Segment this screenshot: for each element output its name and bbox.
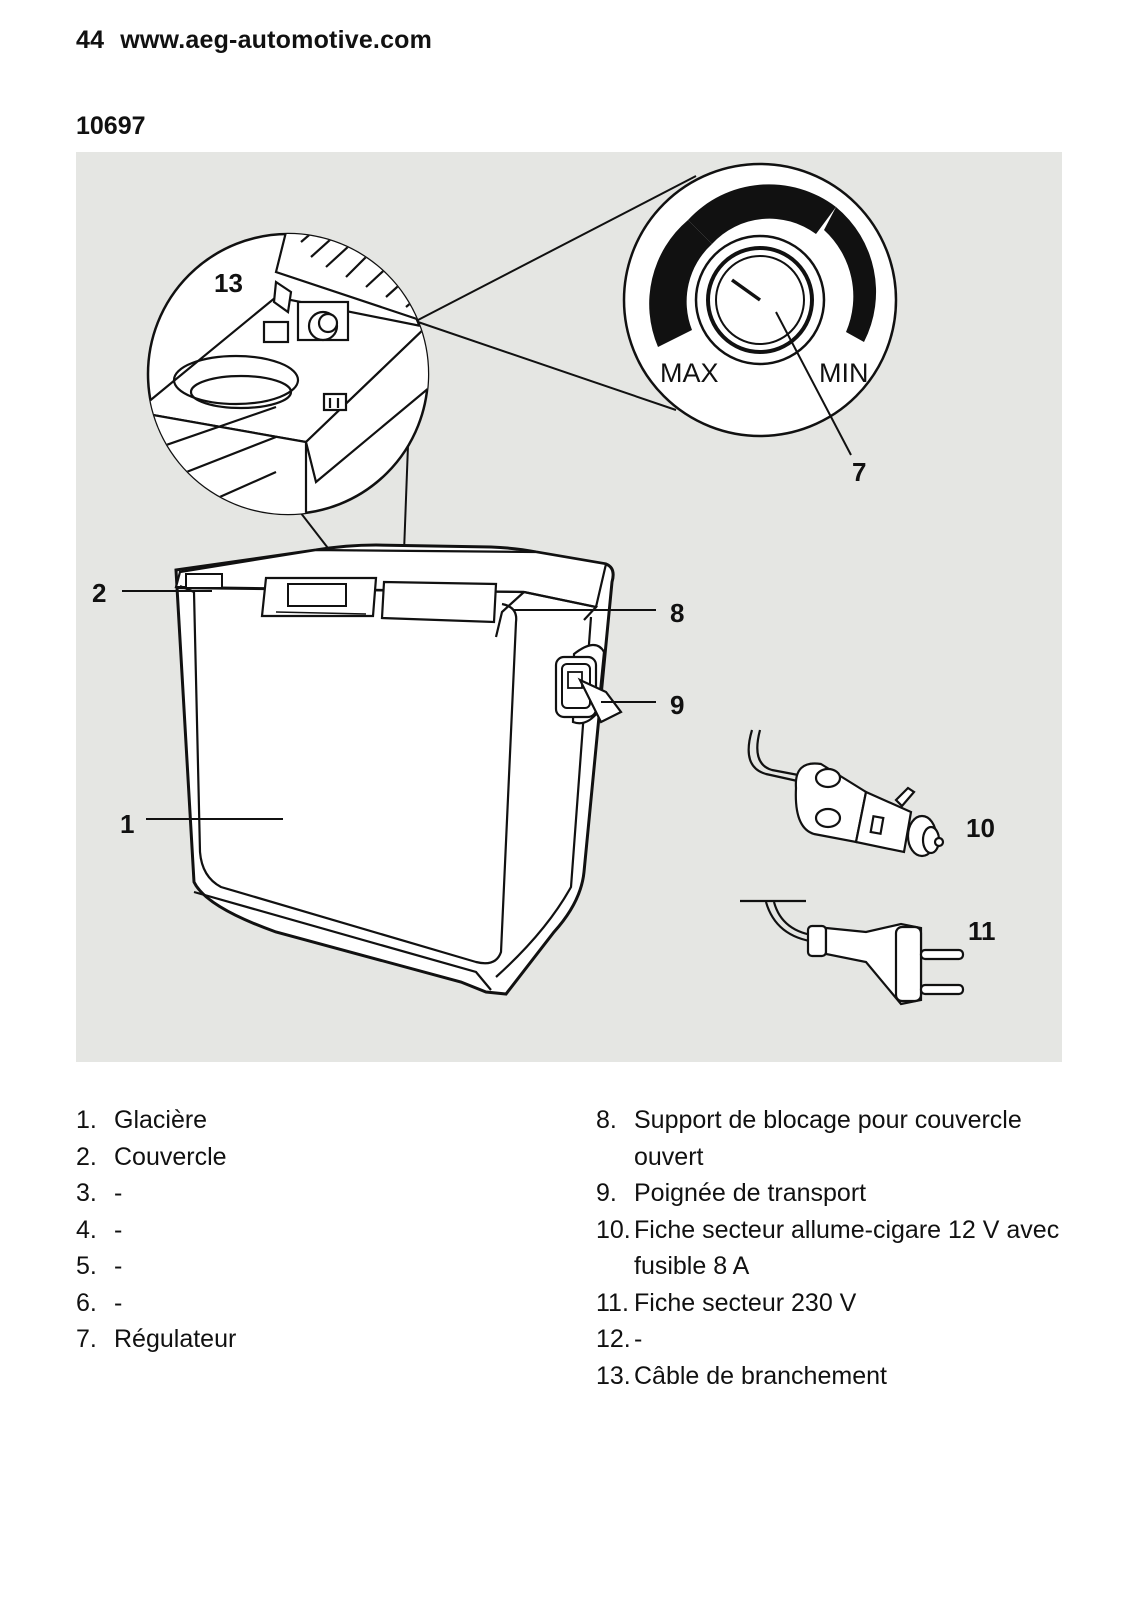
callout-2: 2 <box>92 578 106 608</box>
website-url: www.aeg-automotive.com <box>120 26 433 54</box>
legend-item: 2. Couvercle <box>76 1139 556 1176</box>
dial-min-label: MIN <box>819 358 869 388</box>
callout-9: 9 <box>670 690 684 720</box>
product-illustration: MAX MIN <box>76 152 1062 1062</box>
legend-text: Fiche secteur 230 V <box>634 1288 857 1317</box>
dial-max-label: MAX <box>660 358 719 388</box>
cigarette-lighter-plug <box>747 729 945 858</box>
cooler-diagram: MAX MIN <box>76 152 1062 1062</box>
zoom-line <box>417 175 697 321</box>
callout-10: 10 <box>966 813 995 843</box>
model-number: 10697 <box>76 112 146 140</box>
callout-1: 1 <box>120 809 134 839</box>
temperature-dial-detail: MAX MIN <box>622 162 898 438</box>
page-number: 44 <box>76 26 105 54</box>
legend-number: 2. <box>76 1142 97 1171</box>
legend-text: Câble de branchement <box>634 1361 887 1390</box>
legend-item: 9. Poignée de transport <box>596 1175 1066 1212</box>
callout-13: 13 <box>214 268 243 298</box>
legend-item: 4.- <box>76 1212 556 1249</box>
legend-text: Fiche secteur allume-cigare 12 V avec fu… <box>634 1215 1060 1281</box>
legend-item: 8. Support de blocage pour couvercle ouve… <box>596 1102 1066 1175</box>
legend-number: 4. <box>76 1215 97 1244</box>
legend-text: - <box>114 1179 123 1207</box>
legend-text: - <box>634 1325 643 1353</box>
legend-item: 10.Fiche secteur allume-cigare 12 V avec… <box>596 1212 1066 1285</box>
legend-number: 7. <box>76 1325 97 1353</box>
legend-number: 9. <box>596 1179 617 1207</box>
legend-text: - <box>114 1288 123 1317</box>
legend-item: 1. Glacière <box>76 1102 556 1139</box>
legend-number: 13. <box>596 1361 631 1390</box>
zoom-line <box>417 321 677 411</box>
callout-7: 7 <box>852 457 866 487</box>
legend-text: Poignée de transport <box>634 1179 867 1207</box>
cooler-box <box>174 543 623 996</box>
callout-11: 11 <box>968 916 996 946</box>
legend-number: 6. <box>76 1288 97 1317</box>
legend-item: 12.- <box>596 1321 1066 1358</box>
leader-line-7 <box>775 311 852 456</box>
legend-number: 5. <box>76 1252 97 1280</box>
legend-text: Couvercle <box>114 1142 227 1171</box>
legend-text: Glacière <box>114 1106 208 1134</box>
legend-number: 3. <box>76 1179 97 1207</box>
page-header: 44 www.aeg-automotive.com <box>76 26 432 55</box>
legend-text: - <box>114 1252 123 1280</box>
legend-item: 13.Câble de branchement <box>596 1358 1066 1395</box>
legend-item: 6.- <box>76 1285 556 1322</box>
legend-item: 7. Régulateur <box>76 1321 556 1358</box>
legend-number: 1. <box>76 1106 97 1134</box>
legend-right-column: 8. Support de blocage pour couvercle ouve… <box>596 1102 1066 1394</box>
legend-item: 11.Fiche secteur 230 V <box>596 1285 1066 1322</box>
legend-item: 5.- <box>76 1248 556 1285</box>
callout-8: 8 <box>670 598 684 628</box>
legend-text: Support de blocage pour couvercle ouvert <box>634 1106 1022 1171</box>
legend-number: 12. <box>596 1325 631 1353</box>
legend-number: 10. <box>596 1215 631 1244</box>
legend-item: 3.- <box>76 1175 556 1212</box>
legend-left-column: 1.Glacière 2.Couvercle 3.- 4.- 5.- 6.- 7… <box>76 1102 556 1358</box>
legend-text: Régulateur <box>114 1325 237 1353</box>
legend-text: - <box>114 1215 123 1244</box>
mains-plug <box>740 899 965 1006</box>
legend-number: 11. <box>596 1288 629 1317</box>
legend-number: 8. <box>596 1106 617 1134</box>
